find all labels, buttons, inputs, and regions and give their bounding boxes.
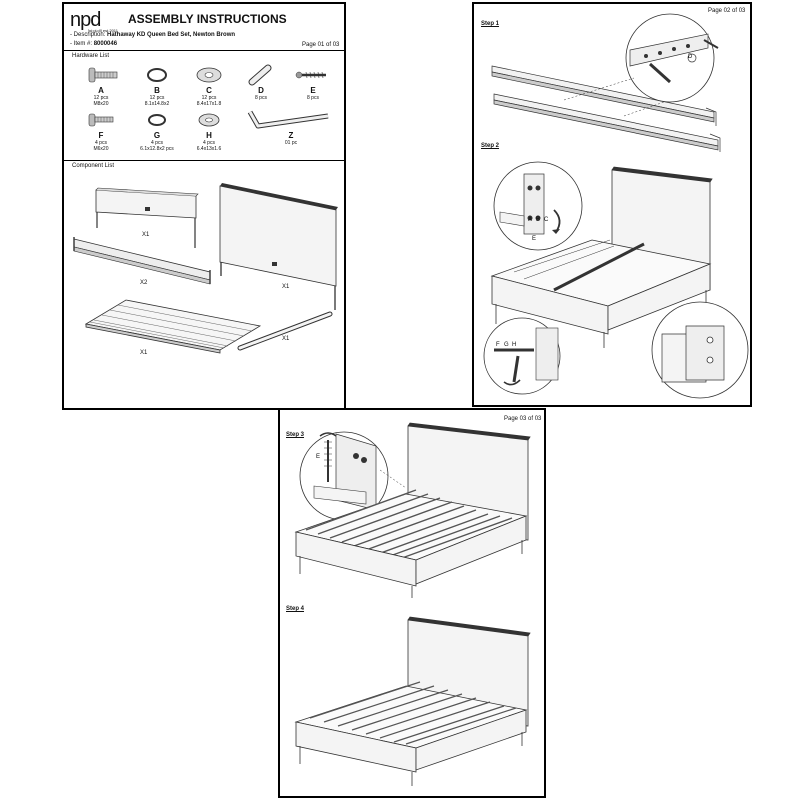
- step-1-rails-illustration: [491, 65, 721, 152]
- instruction-page-3: Page 03 of 03 Step 3 Step 4: [278, 408, 546, 798]
- hardware-letter: F: [98, 131, 104, 140]
- flat-washer-h-icon: [198, 113, 220, 127]
- hardware-list-heading: Hardware List: [72, 53, 110, 59]
- step-2-bed-frame-illustration: [490, 166, 713, 348]
- hardware-qty: 01 pc: [284, 140, 298, 146]
- hardware-letter: Z: [288, 131, 294, 140]
- callout-f: F: [496, 342, 500, 348]
- callout-d: D: [688, 54, 693, 60]
- hardware-item-h: H 4 pcs 6.4x13x1.6: [179, 131, 239, 153]
- hardware-item-a: A 12 pcs M8x20: [71, 86, 131, 108]
- divider: [64, 160, 344, 161]
- step-4-completed-bed-illustration: [294, 616, 531, 786]
- step-3-heading: Step 3: [286, 432, 305, 438]
- hardware-spec: M6x20: [93, 146, 109, 152]
- hardware-item-z: Z 01 pc: [261, 131, 321, 147]
- step-2-hinge-detail: [483, 317, 561, 395]
- description-label: - Description:: [70, 32, 106, 38]
- description-line: - Description: Hathaway KD Queen Bed Set…: [70, 32, 235, 38]
- hardware-letter: C: [206, 86, 212, 95]
- hardware-letter: D: [258, 86, 264, 95]
- hardware-item-g: G 4 pcs 6.1x12.8x2 pcs: [127, 131, 187, 153]
- callout-h: H: [512, 342, 517, 348]
- hardware-qty: 4 pcs: [203, 140, 215, 146]
- item-number: 8000046: [93, 41, 118, 47]
- step-1-heading: Step 1: [481, 21, 500, 27]
- hardware-qty: 4 pcs: [151, 140, 163, 146]
- hardware-item-d: D 8 pcs: [231, 86, 291, 102]
- hardware-letter: B: [154, 86, 160, 95]
- hardware-spec: 6.1x12.8x2 pcs: [140, 146, 174, 152]
- step-4-heading: Step 4: [286, 606, 305, 612]
- instruction-page-1: npd [ni:pi:di] est 2011 ASSEMBLY INSTRUC…: [62, 2, 346, 410]
- hardware-qty: 8 pcs: [255, 95, 267, 101]
- flat-washer-c-icon: [196, 67, 222, 83]
- divider: [64, 50, 344, 51]
- brand-tagline: [ni:pi:di] est 2011: [88, 28, 118, 33]
- component-qty-footboard: X1: [142, 232, 150, 238]
- headboard-illustration: [219, 183, 338, 310]
- hardware-item-f: F 4 pcs M6x20: [71, 131, 131, 153]
- step-1-zoom-detail: [563, 13, 719, 117]
- hardware-spec: 8.4x17x1.8: [196, 101, 222, 107]
- component-list-heading: Component List: [72, 163, 115, 169]
- item-label: - Item #:: [70, 41, 93, 47]
- callout-b: B: [536, 217, 541, 223]
- callout-a: A: [528, 217, 533, 223]
- hardware-qty: 12 pcs: [149, 95, 165, 101]
- step-2-corner-detail: [651, 301, 749, 399]
- callout-e: E: [532, 236, 537, 242]
- page-title: ASSEMBLY INSTRUCTIONS: [128, 12, 287, 26]
- step-2-heading: Step 2: [481, 143, 500, 149]
- footboard-panel-illustration: [95, 187, 199, 248]
- spring-washer-b-icon: [147, 68, 167, 82]
- dowel-d-icon: [248, 64, 272, 86]
- hardware-qty: 4 pcs: [95, 140, 107, 146]
- brand-logo: npd: [70, 9, 101, 31]
- component-qty-slats: X1: [140, 350, 148, 356]
- spring-washer-g-icon: [148, 114, 166, 126]
- step-illustrations: [483, 13, 749, 399]
- component-qty-center-rail: X1: [282, 336, 290, 342]
- hardware-qty: 8 pcs: [307, 95, 319, 101]
- screw-e-icon: [295, 71, 326, 79]
- hardware-qty: 12 pcs: [201, 95, 217, 101]
- component-illustrations: [73, 183, 338, 354]
- hardware-spec: M8x20: [93, 101, 109, 107]
- page-number: Page 02 of 03: [708, 8, 746, 14]
- hardware-qty: 12 pcs: [93, 95, 109, 101]
- step-2-bracket-detail: [493, 161, 583, 251]
- hardware-spec: 8.1x14.8x2: [144, 101, 170, 107]
- hardware-letter: H: [206, 131, 212, 140]
- hardware-letter: A: [98, 86, 104, 95]
- hardware-letter: G: [153, 131, 161, 140]
- callout-g: G: [504, 342, 509, 348]
- item-line: - Item #: 8000046: [70, 41, 117, 47]
- callout-e: E: [316, 454, 321, 460]
- description-value: Hathaway KD Queen Bed Set, Newton Brown: [107, 32, 236, 38]
- instruction-page-2: Page 02 of 03 Step 1 Step 2: [472, 2, 752, 407]
- component-qty-side-rails: X2: [140, 280, 148, 286]
- hardware-item-e: E 8 pcs: [283, 86, 343, 102]
- hardware-item-c: C 12 pcs 8.4x17x1.8: [179, 86, 239, 108]
- step-illustrations: [294, 422, 531, 786]
- hardware-illustrations: [88, 64, 329, 129]
- component-qty-headboard: X1: [282, 284, 290, 290]
- side-rails-illustration: [73, 237, 211, 285]
- callout-c: C: [544, 217, 549, 223]
- hardware-letter: E: [310, 86, 316, 95]
- page-number: Page 01 of 03: [302, 42, 340, 48]
- hardware-item-b: B 12 pcs 8.1x14.8x2: [127, 86, 187, 108]
- bolt-a-icon: [88, 67, 118, 83]
- hardware-spec: 6.4x13x1.6: [196, 146, 222, 152]
- step-3-bed-with-slats-illustration: [294, 422, 531, 598]
- page-number: Page 03 of 03: [504, 416, 542, 422]
- slat-roll-illustration: [84, 299, 262, 354]
- bolt-f-icon: [88, 113, 114, 127]
